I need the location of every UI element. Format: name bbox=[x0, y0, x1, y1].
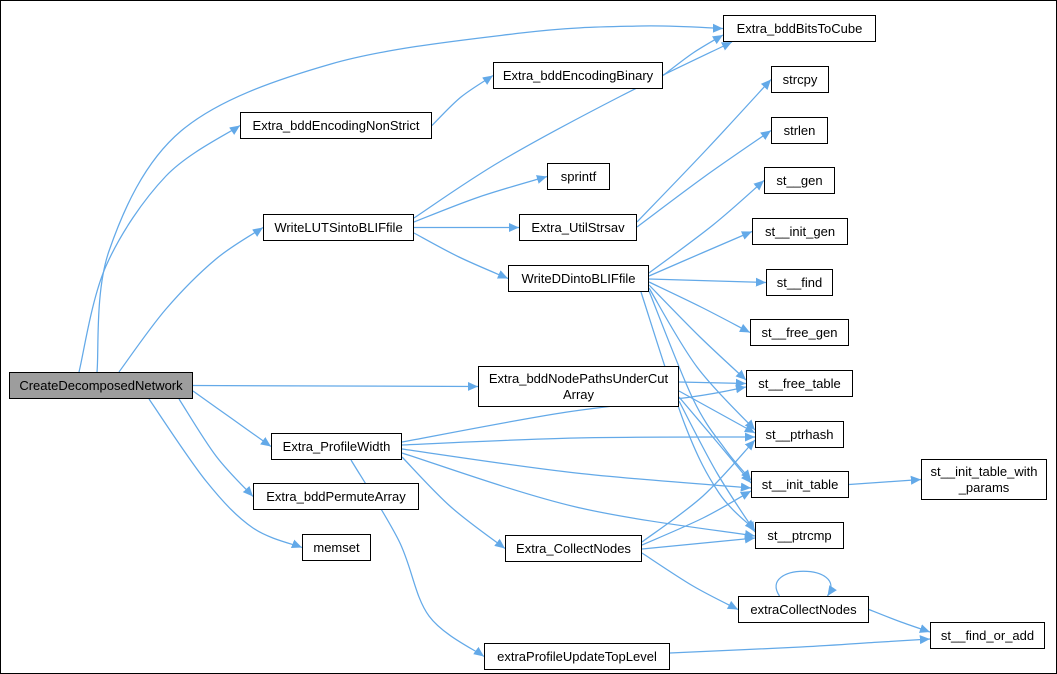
graph-node-label: strlen bbox=[783, 122, 816, 138]
graph-node-label: strcpy bbox=[782, 71, 818, 87]
graph-node-extraCollectNodes[interactable]: extraCollectNodes bbox=[738, 596, 869, 623]
graph-node-label: Extra_bddBitsToCube bbox=[736, 20, 863, 36]
graph-node-stFindOrAdd[interactable]: st__find_or_add bbox=[930, 622, 1045, 649]
graph-node-stInitTableWithParams[interactable]: st__init_table_with _params bbox=[921, 459, 1047, 500]
edge-stInitTable-to-stInitTableWithParams bbox=[848, 475, 922, 486]
graph-node-label: st__find_or_add bbox=[940, 627, 1035, 643]
edge-extraCollectNodes-to-stFindOrAdd bbox=[868, 608, 931, 633]
graph-node-label: st__find bbox=[776, 274, 823, 290]
graph-node-label: sprintf bbox=[560, 168, 597, 184]
edge-nodePaths-to-stInitTable bbox=[678, 396, 752, 484]
graph-node-encNonStrict[interactable]: Extra_bddEncodingNonStrict bbox=[240, 112, 432, 139]
graph-node-label: WriteDDintoBLIFfile bbox=[521, 270, 636, 286]
edge-collectNodes-to-extraCollectNodes bbox=[641, 552, 739, 611]
graph-node-label: Extra_bddEncodingNonStrict bbox=[252, 117, 420, 133]
graph-node-writeLUTS[interactable]: WriteLUTSintoBLIFfile bbox=[263, 214, 414, 241]
graph-node-label: st__init_table bbox=[761, 476, 839, 492]
graph-node-label: extraProfileUpdateTopLevel bbox=[497, 648, 657, 664]
edge-profileWidth-to-stInitTable bbox=[401, 448, 752, 492]
edge-writeDD-to-stFreeTable bbox=[648, 284, 747, 381]
graph-node-label: st__gen bbox=[776, 172, 823, 188]
graph-node-label: Extra_bddNodePathsUnderCut Array bbox=[488, 370, 669, 402]
edge-extraProfileUpdate-to-stFindOrAdd bbox=[669, 635, 931, 654]
graph-node-stPtrhash[interactable]: st__ptrhash bbox=[755, 421, 844, 448]
graph-node-label: CreateDecomposedNetwork bbox=[19, 377, 183, 393]
graph-node-permuteArray[interactable]: Extra_bddPermuteArray bbox=[253, 483, 419, 510]
edge-root-to-profileWidth bbox=[192, 390, 272, 448]
graph-node-root[interactable]: CreateDecomposedNetwork bbox=[9, 372, 193, 399]
edge-writeLUTS-to-sprintf bbox=[413, 175, 548, 223]
edge-writeDD-to-stGen bbox=[648, 180, 765, 274]
graph-node-utilStrsav[interactable]: Extra_UtilStrsav bbox=[519, 214, 637, 241]
graph-node-label: st__init_gen bbox=[764, 223, 836, 239]
graph-node-nodePaths[interactable]: Extra_bddNodePathsUnderCut Array bbox=[478, 366, 679, 407]
edge-extraCollectNodes-to-extraCollectNodes bbox=[775, 570, 837, 597]
graph-node-stInitTable[interactable]: st__init_table bbox=[751, 471, 849, 498]
graph-node-label: st__init_table_with _params bbox=[930, 463, 1038, 495]
edge-root-to-encNonStrict bbox=[78, 124, 241, 373]
edge-collectNodes-to-stInitTable bbox=[641, 490, 752, 546]
graph-node-profileWidth[interactable]: Extra_ProfileWidth bbox=[271, 433, 402, 460]
edge-profileWidth-to-stPtrcmp bbox=[401, 452, 756, 539]
edge-root-to-memset bbox=[148, 398, 303, 549]
graph-node-bitsToCube[interactable]: Extra_bddBitsToCube bbox=[723, 15, 876, 42]
graph-node-label: memset bbox=[313, 539, 360, 555]
edge-collectNodes-to-stPtrcmp bbox=[641, 534, 756, 550]
edge-nodePaths-to-stPtrcmp bbox=[678, 400, 756, 533]
graph-node-stFind[interactable]: st__find bbox=[766, 269, 833, 296]
graph-node-stGen[interactable]: st__gen bbox=[764, 167, 835, 194]
edge-writeLUTS-to-writeDD bbox=[413, 232, 509, 280]
edge-nodePaths-to-stFreeTable bbox=[678, 378, 747, 388]
edge-root-to-permuteArray bbox=[178, 398, 254, 497]
graph-node-label: Extra_bddEncodingBinary bbox=[502, 67, 654, 83]
graph-node-memset[interactable]: memset bbox=[302, 534, 371, 561]
graph-node-label: st__free_table bbox=[758, 375, 841, 391]
edge-utilStrsav-to-strlen bbox=[636, 129, 772, 228]
edge-profileWidth-to-stFreeTable bbox=[401, 384, 747, 443]
edge-group bbox=[78, 23, 931, 658]
edge-writeLUTS-to-bitsToCube bbox=[413, 41, 733, 219]
edge-root-to-nodePaths bbox=[192, 381, 479, 391]
graph-node-label: Extra_CollectNodes bbox=[516, 540, 631, 556]
edge-writeDD-to-stInitTable bbox=[648, 290, 752, 481]
edge-utilStrsav-to-strcpy bbox=[636, 79, 772, 223]
graph-node-strlen[interactable]: strlen bbox=[771, 117, 828, 144]
graph-node-label: Extra_ProfileWidth bbox=[282, 438, 391, 454]
graph-node-label: WriteLUTSintoBLIFfile bbox=[274, 219, 403, 235]
graph-node-label: st__ptrcmp bbox=[767, 527, 832, 543]
graph-node-stPtrcmp[interactable]: st__ptrcmp bbox=[755, 522, 844, 549]
edge-writeDD-to-stFreeGen bbox=[648, 281, 751, 334]
graph-node-label: Extra_bddPermuteArray bbox=[266, 488, 406, 504]
graph-node-extraProfileUpdate[interactable]: extraProfileUpdateTopLevel bbox=[484, 643, 670, 670]
graph-node-collectNodes[interactable]: Extra_CollectNodes bbox=[505, 535, 642, 562]
graph-node-stFreeTable[interactable]: st__free_table bbox=[746, 370, 853, 397]
edge-writeDD-to-stPtrhash bbox=[648, 287, 756, 431]
graph-node-label: st__ptrhash bbox=[765, 426, 834, 442]
edge-encBinary-to-bitsToCube bbox=[662, 34, 724, 77]
edge-root-to-writeLUTS bbox=[118, 226, 264, 373]
edge-writeDD-to-stInitGen bbox=[648, 230, 753, 277]
graph-node-label: st__free_gen bbox=[761, 324, 838, 340]
edge-writeDD-to-stPtrcmp bbox=[640, 291, 756, 531]
graph-node-strcpy[interactable]: strcpy bbox=[771, 66, 829, 93]
edge-root-to-bitsToCube bbox=[96, 23, 724, 373]
graph-node-label: Extra_UtilStrsav bbox=[531, 219, 625, 235]
graph-node-sprintf[interactable]: sprintf bbox=[547, 163, 610, 190]
graph-node-stFreeGen[interactable]: st__free_gen bbox=[750, 319, 849, 346]
edge-profileWidth-to-collectNodes bbox=[401, 456, 506, 549]
edge-profileWidth-to-stPtrhash bbox=[401, 432, 756, 446]
edge-encNonStrict-to-encBinary bbox=[431, 74, 494, 126]
edge-collectNodes-to-stPtrhash bbox=[641, 439, 756, 543]
edge-nodePaths-to-stPtrhash bbox=[678, 390, 756, 434]
graph-node-stInitGen[interactable]: st__init_gen bbox=[752, 218, 848, 245]
graph-node-writeDD[interactable]: WriteDDintoBLIFfile bbox=[508, 265, 649, 292]
graph-node-label: extraCollectNodes bbox=[750, 601, 857, 617]
edge-writeDD-to-stFind bbox=[648, 277, 767, 287]
graph-node-encBinary[interactable]: Extra_bddEncodingBinary bbox=[493, 62, 663, 89]
